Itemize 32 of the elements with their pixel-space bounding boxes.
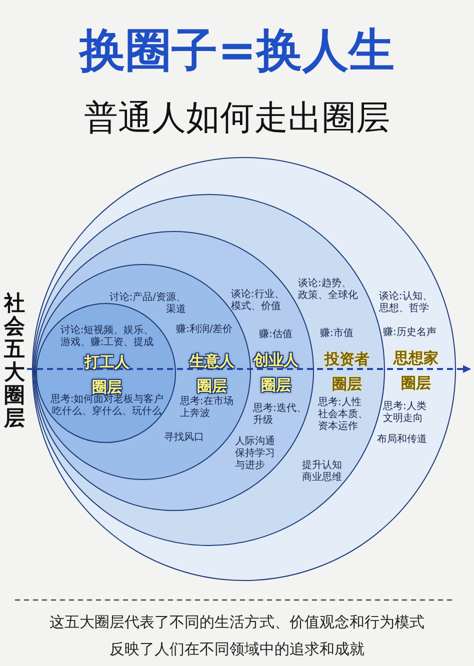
layer-name: 投资者: [323, 349, 370, 369]
layer-note: 思考:迭代、升级: [253, 403, 308, 427]
layer-note: 布局和传道: [377, 434, 428, 446]
layer-name: 思想家: [392, 348, 440, 368]
layer-name: 圈层: [196, 376, 228, 396]
layer-name: 圈层: [331, 374, 363, 394]
layer-note: 谈论:趋势、政策、全球化: [298, 278, 359, 302]
layer-note: 赚:历史名声: [383, 327, 438, 339]
title: 换圈子=换人生: [78, 22, 396, 78]
layer-note: 提升认知商业思维: [302, 460, 343, 484]
layer-note: 寻找风口: [164, 432, 205, 444]
layer-note: 思考:人性社会本质、资本运作: [318, 397, 369, 433]
layer-note: 思考:如何面对老板与客户吃什么、穿什么、玩什么: [49, 394, 165, 418]
layer-note: 赚:利润/差价: [176, 324, 234, 336]
layer-name: 圈层: [400, 373, 432, 393]
caption-text: 这五大圈层代表了不同的生活方式、价值观念和行为模式: [48, 612, 426, 632]
layer-note: 思考:在市场上奔波: [180, 396, 234, 420]
layer-name: 圈层: [260, 375, 292, 395]
layer-note: 谈论:认知、思想、哲学: [379, 291, 434, 315]
caption-text: 反映了人们在不同领域中的追求和成就: [108, 639, 366, 659]
subtitle: 普通人如何走出圈层: [83, 97, 391, 140]
layer-note: 谈论:行业、模式、价值: [231, 289, 286, 313]
layer-note: 人际沟通保持学习与进步: [235, 436, 276, 472]
layer-name: 生意人: [188, 351, 236, 371]
layer-note: 讨论:短视频、娱乐、游戏、赚:工资、提成: [59, 325, 155, 349]
layer-name: 打工人: [83, 352, 130, 372]
side-label: 社会五大圈层: [4, 292, 25, 431]
layer-name: 创业人: [252, 350, 300, 370]
layer-note: 讨论:产品/资源、渠道: [108, 292, 186, 316]
layer-note: 思考:人类文明走向: [383, 401, 428, 425]
layer-note: 赚:估值: [259, 329, 294, 341]
layer-note: 赚:市值: [320, 328, 354, 340]
